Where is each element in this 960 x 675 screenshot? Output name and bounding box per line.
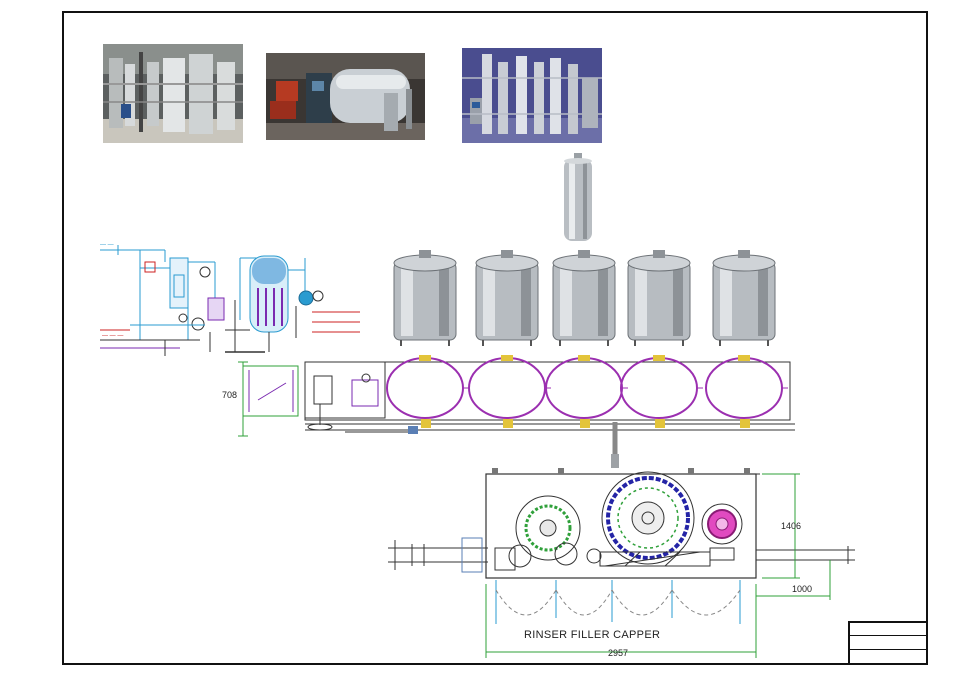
storage-tank [475, 250, 539, 346]
tank-plan-layout: 708 [222, 355, 795, 468]
title-block-row [850, 636, 926, 650]
pure-steam-storage-tank-photo [561, 153, 595, 245]
storage-tank [627, 250, 691, 346]
title-block-row [850, 623, 926, 637]
svg-text:— — —: — — — [102, 333, 123, 339]
storage-tank [552, 250, 616, 346]
dimension-conveyor-height: 708 [222, 390, 237, 400]
title-block [848, 621, 928, 665]
tank-plan-circle [468, 355, 551, 428]
storage-tank [393, 250, 457, 346]
capper-head [701, 503, 743, 561]
dimension-machine-depth: 1406 [781, 521, 801, 531]
reverse-osmosis-water-treatment-photo [103, 44, 243, 143]
filler-turret [601, 471, 695, 565]
multi-effect-distiller-photo [462, 48, 602, 143]
storage-tank-row [393, 250, 776, 346]
dimension-overall-length: 2957 [608, 648, 628, 658]
rinser-starwheel [515, 495, 581, 561]
tank-plan-circle [545, 355, 628, 428]
svg-text:— —: — — [100, 242, 114, 248]
title-block-row [850, 650, 926, 663]
water-treatment-schematic: — — — — — [100, 242, 260, 356]
tank-plan-circle [620, 355, 703, 428]
machine-line-label: RINSER FILLER CAPPER [524, 629, 660, 641]
rinser-filler-capper-machine: RINSER FILLER CAPPER 2957 1406 1000 [388, 468, 855, 658]
tank-plan-circle [386, 355, 469, 428]
dimension-outfeed-length: 1000 [792, 584, 812, 594]
pure-water-storage-vessel [225, 255, 360, 353]
tank-plan-circle [705, 355, 788, 428]
steam-boiler-photo [266, 53, 425, 140]
storage-tank [712, 250, 776, 346]
